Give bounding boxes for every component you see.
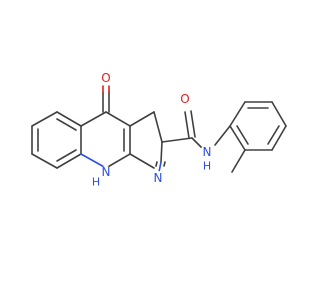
molecule-structure-diagram: O O N H N H N [31,71,287,189]
ring-hydrogen-label: H [92,176,100,189]
bond [158,161,162,173]
bond [129,111,155,127]
fused-benzene-ring [31,111,82,169]
bond [161,137,193,143]
bond [56,149,77,162]
bond [80,153,107,169]
bond [105,153,131,169]
bond [31,153,58,169]
bond [236,125,249,145]
tolyl-ring [229,101,287,173]
bond [190,110,196,138]
bond [105,111,131,127]
atom-labels: O O N H N H N [92,71,214,189]
amide-nitrogen-label: N [203,145,212,159]
bond [184,111,190,139]
bond [56,118,77,131]
bond [129,153,155,169]
bond [31,111,58,127]
bond [231,149,246,173]
amide-hydrogen-label: H [203,160,211,173]
side-chain [129,110,231,173]
ring-nitrogen-label: N [102,165,111,179]
bond [155,161,158,167]
pyridinone-ring [80,85,155,169]
bond [80,111,107,127]
bond [160,141,163,163]
bond [56,153,82,169]
ketone-oxygen-label: O [101,71,110,85]
bond [163,161,166,167]
bond [56,111,82,127]
bond [271,125,287,151]
amide-oxygen-label: O [180,92,189,106]
bond [191,137,203,149]
molecule-canvas: O O N H N H N [31,71,287,189]
bond [229,101,246,127]
nitrile-nitrogen-label: N [154,171,163,185]
bond [271,101,287,127]
bond [214,125,231,146]
bond [267,125,280,145]
bond [153,111,163,143]
bond [229,125,246,151]
